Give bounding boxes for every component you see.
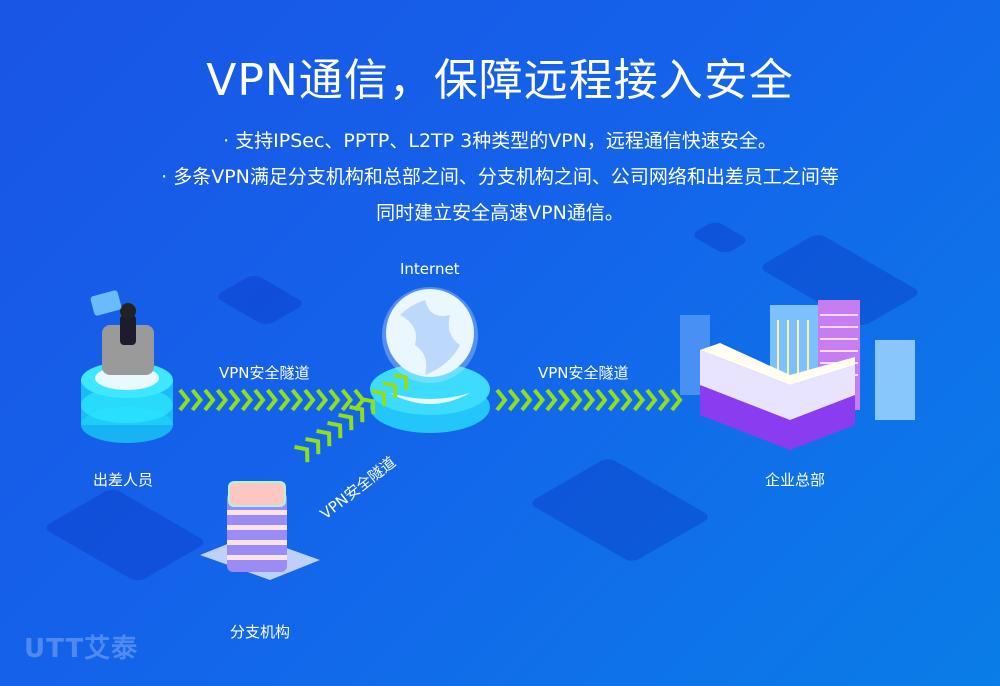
tunnel-label-right: VPN安全隧道: [538, 364, 629, 382]
tunnel-chevron: [645, 388, 658, 412]
tunnel-chevron: [349, 404, 365, 423]
tunnel-chevron: [570, 388, 583, 412]
tunnel-chevron: [495, 388, 508, 412]
headquarters-illustration: [680, 300, 915, 450]
tunnel-chevron: [382, 380, 398, 399]
internet-label: Internet: [400, 260, 460, 278]
tunnel-chevron: [327, 420, 343, 439]
tunnel-chevron: [305, 436, 321, 455]
tunnel-chevron: [253, 388, 266, 412]
headquarters-label: 企业总部: [765, 471, 826, 489]
tunnel-chevron: [265, 388, 279, 412]
tunnel-chevron: [595, 388, 608, 412]
tunnel-chevron: [545, 388, 558, 412]
tunnel-chevron: [670, 388, 683, 412]
tunnel-arrows-left: [178, 388, 366, 412]
tunnel-chevron: [240, 388, 254, 412]
tunnel-chevron: [340, 388, 354, 412]
tunnel-chevron: [360, 396, 376, 415]
tunnel-chevron: [371, 388, 387, 407]
tunnel-chevron: [582, 388, 596, 412]
tunnel-chevron: [328, 388, 341, 412]
tunnel-chevron: [178, 388, 191, 412]
bullet-2: · 多条VPN满足分支机构和总部之间、分支机构之间、公司网络和出差员工之间等: [161, 166, 839, 188]
tunnel-chevron: [632, 388, 646, 412]
tunnel-chevron: [557, 388, 571, 412]
branch-illustration: [200, 481, 320, 580]
tunnel-chevron: [303, 388, 316, 412]
bullet-3: 同时建立安全高速VPN通信。: [376, 202, 624, 224]
tunnel-chevron: [294, 444, 310, 463]
tunnel-chevron: [607, 388, 621, 412]
tunnel-chevron: [290, 388, 304, 412]
bg-tile: [42, 487, 208, 583]
tunnel-chevron: [657, 388, 671, 412]
tunnel-arrows-right: [495, 388, 683, 412]
bullet-1: · 支持IPSec、PPTP、L2TP 3种类型的VPN，远程通信快速安全。: [223, 130, 777, 152]
tunnel-chevron: [203, 388, 216, 412]
tunnel-arrows-diagonal: [294, 372, 409, 463]
traveler-label: 出差人员: [93, 471, 154, 489]
internet-globe-illustration: [370, 287, 490, 433]
tunnel-chevron: [620, 388, 633, 412]
tunnel-chevron: [520, 388, 533, 412]
page-title: VPN通信，保障远程接入安全: [206, 55, 794, 106]
tunnel-chevron: [316, 428, 332, 447]
bg-tile: [690, 220, 750, 255]
tunnel-chevron: [228, 388, 241, 412]
bg-tile: [214, 273, 306, 327]
tunnel-chevron: [315, 388, 329, 412]
tunnel-chevron: [507, 388, 521, 412]
tunnel-chevron: [393, 372, 409, 391]
branch-label: 分支机构: [230, 623, 291, 641]
bg-tile: [528, 456, 712, 564]
tunnel-chevron: [278, 388, 291, 412]
utt-logo-watermark: UTT艾泰: [24, 634, 139, 664]
tunnel-label-left: VPN安全隧道: [219, 364, 310, 382]
tunnel-chevron: [190, 388, 204, 412]
tunnel-chevron: [532, 388, 546, 412]
tunnel-chevron: [338, 412, 354, 431]
traveler-illustration: [81, 290, 173, 443]
tunnel-chevron: [215, 388, 229, 412]
